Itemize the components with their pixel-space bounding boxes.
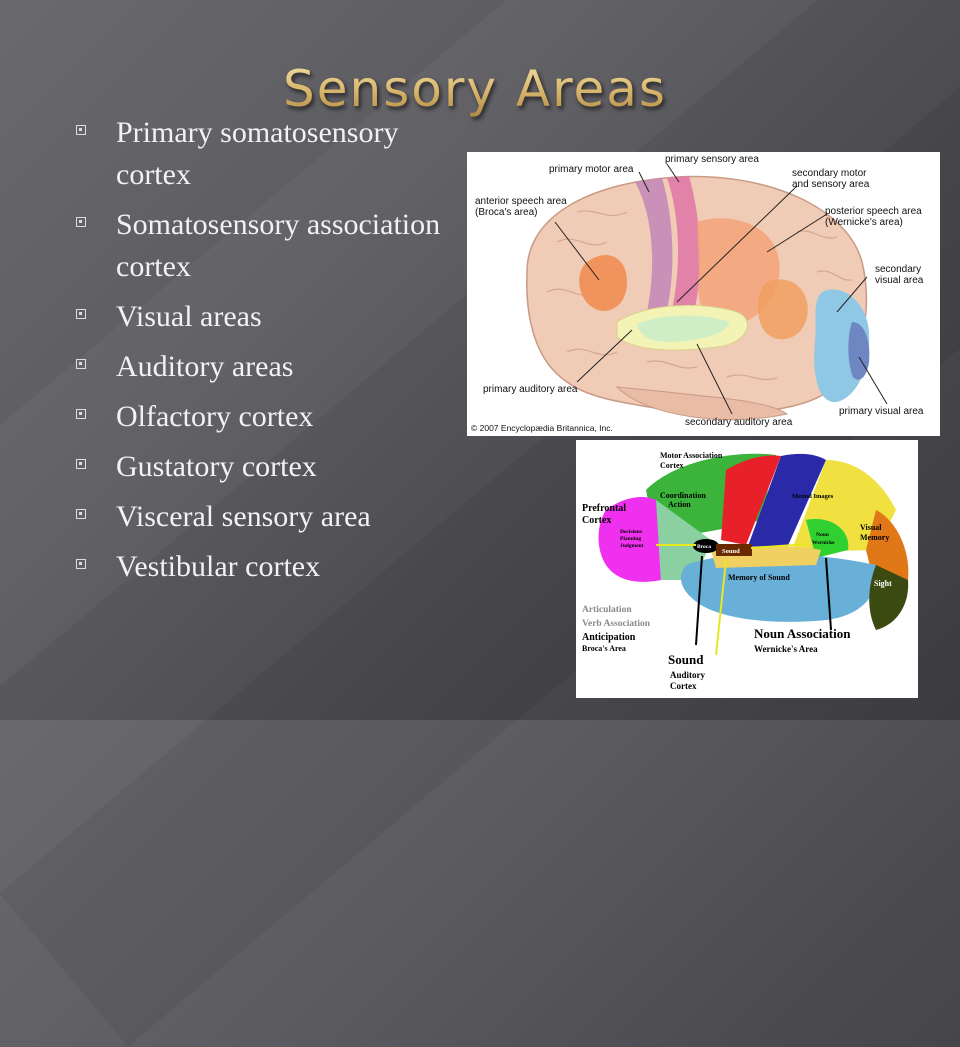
leader-lines [554, 163, 888, 415]
brain-areas-drawing: primary motor area primary sensory area … [471, 154, 924, 433]
label-wernicke-inner: Wernicke [812, 540, 835, 546]
label-coordination-2: Action [668, 500, 691, 509]
label-mental-images: Mental Images [792, 493, 834, 500]
label-memory-of-sound: Memory of Sound [728, 573, 790, 582]
brain-areas-figure: primary motor area primary sensory area … [467, 152, 940, 436]
label-decisions-2: Planning [620, 536, 641, 542]
label-anterior-speech: anterior speech area [475, 196, 567, 207]
label-secondary-motor-2: and sensory area [792, 179, 870, 190]
label-primary-visual: primary visual area [839, 406, 924, 417]
bullet-item: Gustatory cortex [72, 446, 462, 488]
label-coordination: Coordination [660, 491, 706, 500]
label-auditory-2: Cortex [670, 681, 697, 691]
wernicke-region [806, 519, 849, 558]
label-secondary-visual-2: visual area [875, 275, 924, 286]
bullet-text: Somatosensory association cortex [116, 208, 441, 283]
label-secondary-auditory: secondary auditory area [685, 417, 793, 428]
copyright-text: © 2007 Encyclopædia Britannica, Inc. [471, 423, 613, 433]
label-primary-auditory: primary auditory area [483, 384, 578, 395]
sound-marker [716, 544, 752, 556]
label-decisions: Decisions [620, 529, 642, 535]
label-broca: Broca [697, 544, 711, 550]
bullet-item: Vestibular cortex [72, 546, 462, 588]
label-wernickes-area: Wernicke's Area [754, 644, 818, 654]
label-prefrontal: Prefrontal [582, 503, 626, 514]
bullet-item: Auditory areas [72, 346, 462, 388]
square-bullet-icon [76, 217, 86, 227]
gyri-texture [546, 210, 853, 380]
motor-cortex-region [721, 455, 781, 545]
brain-language-drawing: Motor Association Cortex Coordination Ac… [582, 451, 909, 691]
square-bullet-icon [76, 509, 86, 519]
label-sound-inner: Sound [722, 548, 740, 555]
bullet-item: Visual areas [72, 296, 462, 338]
label-decisions-3: Judgment [620, 543, 644, 549]
slide-title: Sensory Areas [283, 60, 667, 118]
label-sound: Sound [668, 652, 704, 667]
square-bullet-icon [76, 125, 86, 135]
label-primary-sensory: primary sensory area [665, 154, 759, 165]
bullet-text: Primary somatosensory cortex [116, 116, 399, 191]
bullet-text: Auditory areas [116, 350, 294, 383]
label-secondary-visual: secondary [875, 264, 921, 275]
label-brocas-area: Broca's Area [582, 644, 626, 653]
label-motor-association: Motor Association [660, 451, 723, 460]
label-visual-2: Memory [860, 533, 889, 542]
label-sight: Sight [874, 579, 892, 588]
broca-marker [693, 539, 719, 553]
label-prefrontal-2: Cortex [582, 515, 611, 526]
motor-strip-region [748, 453, 826, 550]
bullet-text: Olfactory cortex [116, 400, 314, 433]
bullet-list: Primary somatosensory cortex Somatosenso… [72, 112, 462, 596]
bullet-item: Somatosensory association cortex [72, 204, 462, 288]
primary-motor-region [635, 178, 673, 312]
bullet-item: Olfactory cortex [72, 396, 462, 438]
square-bullet-icon [76, 559, 86, 569]
label-motor-association-2: Cortex [660, 461, 684, 470]
prefrontal-region [598, 497, 661, 582]
label-secondary-motor: secondary motor [792, 168, 867, 179]
brain-lower-lobe [615, 386, 789, 421]
square-bullet-icon [76, 459, 86, 469]
bullet-text: Gustatory cortex [116, 450, 317, 483]
label-primary-motor: primary motor area [549, 164, 634, 175]
bullet-text: Vestibular cortex [116, 550, 321, 583]
square-bullet-icon [76, 359, 86, 369]
brain-language-figure: Motor Association Cortex Coordination Ac… [576, 440, 918, 698]
square-bullet-icon [76, 309, 86, 319]
arrow-lines [656, 543, 832, 656]
label-anticipation: Anticipation [582, 632, 636, 643]
label-visual: Visual [860, 523, 882, 532]
temporal-region [681, 553, 877, 622]
label-anterior-speech-2: (Broca's area) [475, 207, 538, 218]
label-verb-association: Verb Association [582, 619, 651, 629]
label-auditory: Auditory [670, 670, 706, 680]
label-noun: Noun [816, 532, 829, 538]
secondary-auditory-region [637, 315, 729, 342]
primary-sensory-region [667, 176, 701, 310]
label-posterior-speech-2: (Wernicke's area) [825, 217, 903, 228]
bullet-text: Visceral sensory area [116, 500, 371, 533]
square-bullet-icon [76, 409, 86, 419]
frontal-region [656, 500, 711, 580]
bullet-text: Visual areas [116, 300, 262, 333]
label-articulation: Articulation [582, 605, 632, 615]
sight-region [869, 565, 909, 630]
bullet-item: Primary somatosensory cortex [72, 112, 462, 196]
wernicke-region [757, 279, 808, 340]
bullet-item: Visceral sensory area [72, 496, 462, 538]
label-noun-association: Noun Association [754, 626, 851, 641]
label-posterior-speech: posterior speech area [825, 206, 922, 217]
